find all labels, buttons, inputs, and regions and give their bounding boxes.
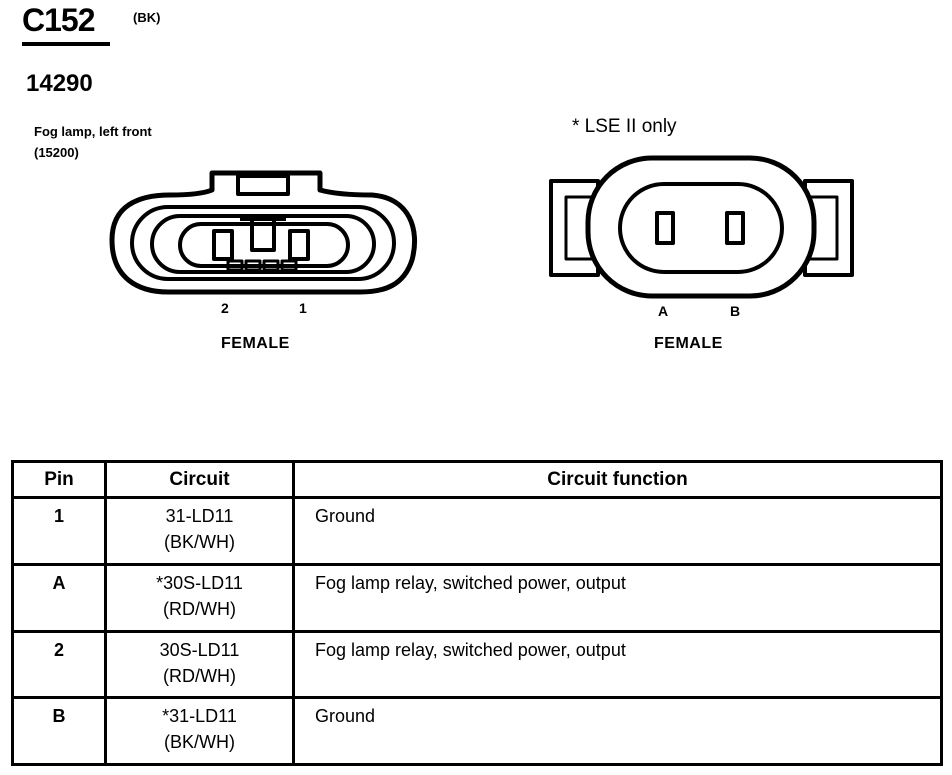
right-connector-cavity-a — [655, 211, 675, 245]
circuit-color: (RD/WH) — [163, 665, 236, 686]
header-pin: Pin — [11, 460, 107, 499]
circuit-function-cell: Fog lamp relay, switched power, output — [292, 629, 943, 700]
circuit-number: 31-LD11 — [165, 506, 234, 526]
part-number: 14290 — [26, 70, 93, 97]
table-header-row: Pin Circuit Circuit function — [11, 460, 943, 499]
right-pin-label-a: A — [658, 303, 669, 319]
component-name: Fog lamp, left front — [34, 124, 152, 139]
circuit-number: 30S-LD11 — [159, 639, 240, 660]
left-connector-ring-outer — [130, 205, 396, 281]
connector-color-code: (BK) — [133, 10, 161, 25]
lse-note: * LSE II only — [572, 116, 677, 137]
right-connector-body — [585, 155, 817, 299]
table-row: 1 31-LD11 (BK/WH) Ground — [11, 496, 943, 566]
circuit-color: (RD/WH) — [163, 598, 236, 619]
pinout-table: Pin Circuit Circuit function 1 31-LD11 (… — [11, 460, 943, 766]
table-row: A *30S-LD11 (RD/WH) Fog lamp relay, swit… — [11, 562, 943, 633]
circuit-cell: 31-LD11 (BK/WH) — [104, 496, 295, 566]
circuit-cell: 30S-LD11 (RD/WH) — [104, 629, 295, 700]
right-connector-cavity-b — [725, 211, 745, 245]
left-connector-shell — [109, 170, 418, 295]
right-pin-label-b: B — [730, 303, 741, 319]
header-circuit-function: Circuit function — [292, 460, 943, 499]
circuit-number: *31-LD11 — [162, 706, 237, 727]
circuit-function-cell: Ground — [292, 496, 943, 566]
left-connector-ring-middle — [150, 214, 376, 274]
pin-cell: 2 — [11, 629, 107, 700]
circuit-cell: *30S-LD11 (RD/WH) — [104, 562, 295, 633]
circuit-function-cell: Ground — [292, 696, 943, 766]
connector-id-underline — [22, 42, 110, 46]
right-connector-gender: FEMALE — [654, 335, 723, 352]
pin-cell: B — [11, 696, 107, 766]
circuit-cell: *31-LD11 (BK/WH) — [104, 696, 295, 766]
right-connector-face — [549, 155, 854, 299]
left-connector-latch — [236, 174, 290, 196]
connector-id: C152 — [22, 2, 95, 38]
connector-drawings — [109, 155, 854, 299]
left-connector-gender: FEMALE — [221, 335, 290, 352]
table-row: B *31-LD11 (BK/WH) Ground — [11, 696, 943, 766]
left-pin-label-2: 2 — [221, 300, 229, 316]
left-pin-label-1: 1 — [299, 300, 307, 316]
left-connector-face — [109, 170, 418, 295]
table-row: 2 30S-LD11 (RD/WH) Fog lamp relay, switc… — [11, 629, 943, 700]
left-connector-key — [240, 217, 286, 252]
header-circuit: Circuit — [104, 460, 295, 499]
pin-cell: A — [11, 562, 107, 633]
circuit-function-cell: Fog lamp relay, switched power, output — [292, 562, 943, 633]
circuit-number: *30S-LD11 — [156, 572, 243, 593]
circuit-color: (BK/WH) — [164, 532, 235, 552]
component-code: (15200) — [34, 145, 79, 160]
left-connector-cavity-1 — [288, 229, 310, 261]
pin-cell: 1 — [11, 496, 107, 566]
circuit-color: (BK/WH) — [164, 732, 235, 753]
component-label: Fog lamp, left front (15200) — [34, 121, 152, 163]
right-connector-inner-oval — [618, 182, 784, 274]
left-connector-bottom-tabs — [226, 259, 298, 272]
left-connector-cavity-2 — [212, 229, 234, 261]
